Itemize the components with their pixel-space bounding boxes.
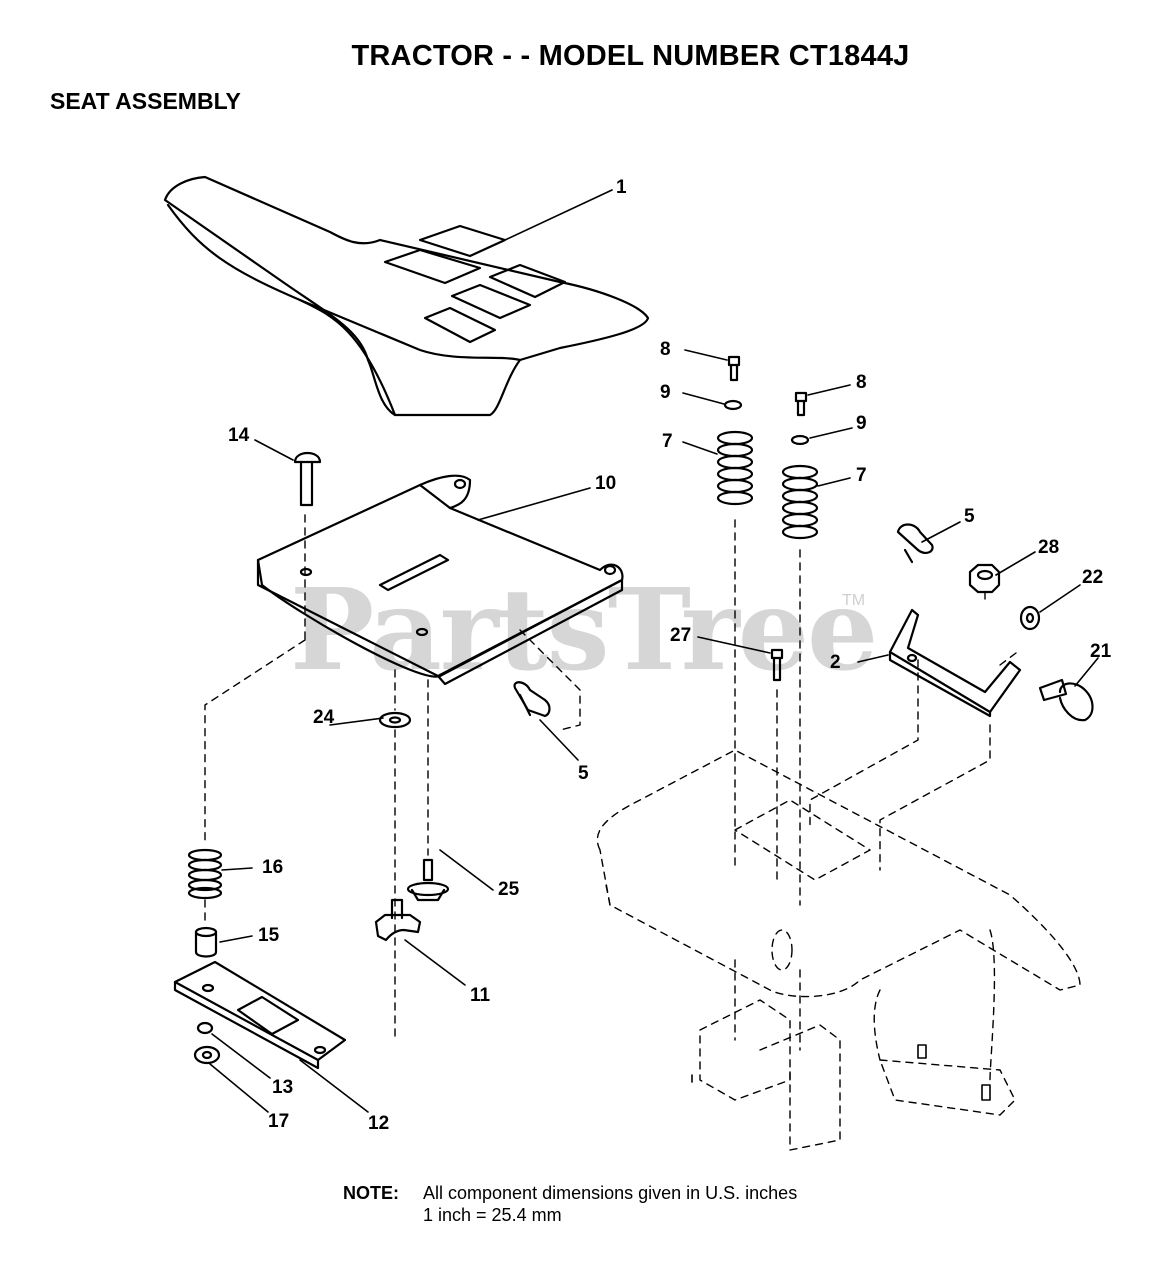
bushing-15 (194, 926, 218, 958)
callout-25: 25 (498, 879, 520, 900)
callout-8-right: 8 (856, 372, 867, 393)
callout-15: 15 (258, 925, 280, 946)
bracket-2 (888, 608, 1022, 718)
page-title: TRACTOR - - MODEL NUMBER CT1844J (351, 40, 910, 72)
trademark: TM (842, 592, 866, 609)
washer-9-left (723, 399, 743, 411)
bracket-12 (173, 960, 347, 1070)
callout-2: 2 (830, 652, 841, 673)
spring-7-right (781, 464, 819, 540)
washer-24 (378, 711, 412, 729)
washer-9-right (790, 434, 810, 446)
screw-8-left (727, 355, 741, 382)
knob-21 (1038, 678, 1094, 722)
note: NOTE: All component dimensions given in U… (343, 1182, 797, 1226)
callout-22: 22 (1082, 567, 1104, 588)
callout-11: 11 (470, 985, 491, 1006)
nut-17 (193, 1045, 221, 1065)
callout-5-right: 5 (964, 506, 975, 527)
screw-8-right (794, 391, 808, 417)
knob-11 (374, 898, 422, 942)
callout-17: 17 (268, 1111, 290, 1132)
seat-pan-part (256, 474, 624, 686)
callout-13: 13 (272, 1077, 294, 1098)
bolt-25 (406, 858, 450, 902)
callout-5-left: 5 (578, 763, 589, 784)
seat-part (163, 175, 650, 417)
callout-7-left: 7 (662, 431, 673, 452)
callout-21: 21 (1090, 641, 1112, 662)
section-title: SEAT ASSEMBLY (50, 88, 241, 114)
spring-16 (187, 848, 223, 900)
callout-12: 12 (368, 1113, 390, 1134)
nut-28 (968, 563, 1001, 594)
callout-1: 1 (616, 177, 627, 198)
callout-7-right: 7 (856, 465, 867, 486)
callout-10: 10 (595, 473, 617, 494)
nut-13 (196, 1021, 214, 1035)
callout-28: 28 (1038, 537, 1060, 558)
callout-16: 16 (262, 857, 284, 878)
callout-24: 24 (313, 707, 335, 728)
callout-14: 14 (228, 425, 250, 446)
washer-22 (1019, 605, 1041, 631)
callout-8-left: 8 (660, 339, 671, 360)
spring-7-left (716, 430, 754, 506)
note-label: NOTE: (343, 1183, 399, 1203)
callout-27: 27 (670, 625, 692, 646)
note-line-1: All component dimensions given in U.S. i… (423, 1183, 798, 1203)
bolt-27 (770, 648, 784, 682)
callout-9-right: 9 (856, 413, 867, 434)
clip-5-left (513, 681, 551, 718)
bolt-14 (293, 451, 322, 507)
callout-9-left: 9 (660, 382, 671, 403)
note-line-2: 1 inch = 25.4 mm (423, 1205, 562, 1225)
clip-5-right (896, 523, 934, 564)
